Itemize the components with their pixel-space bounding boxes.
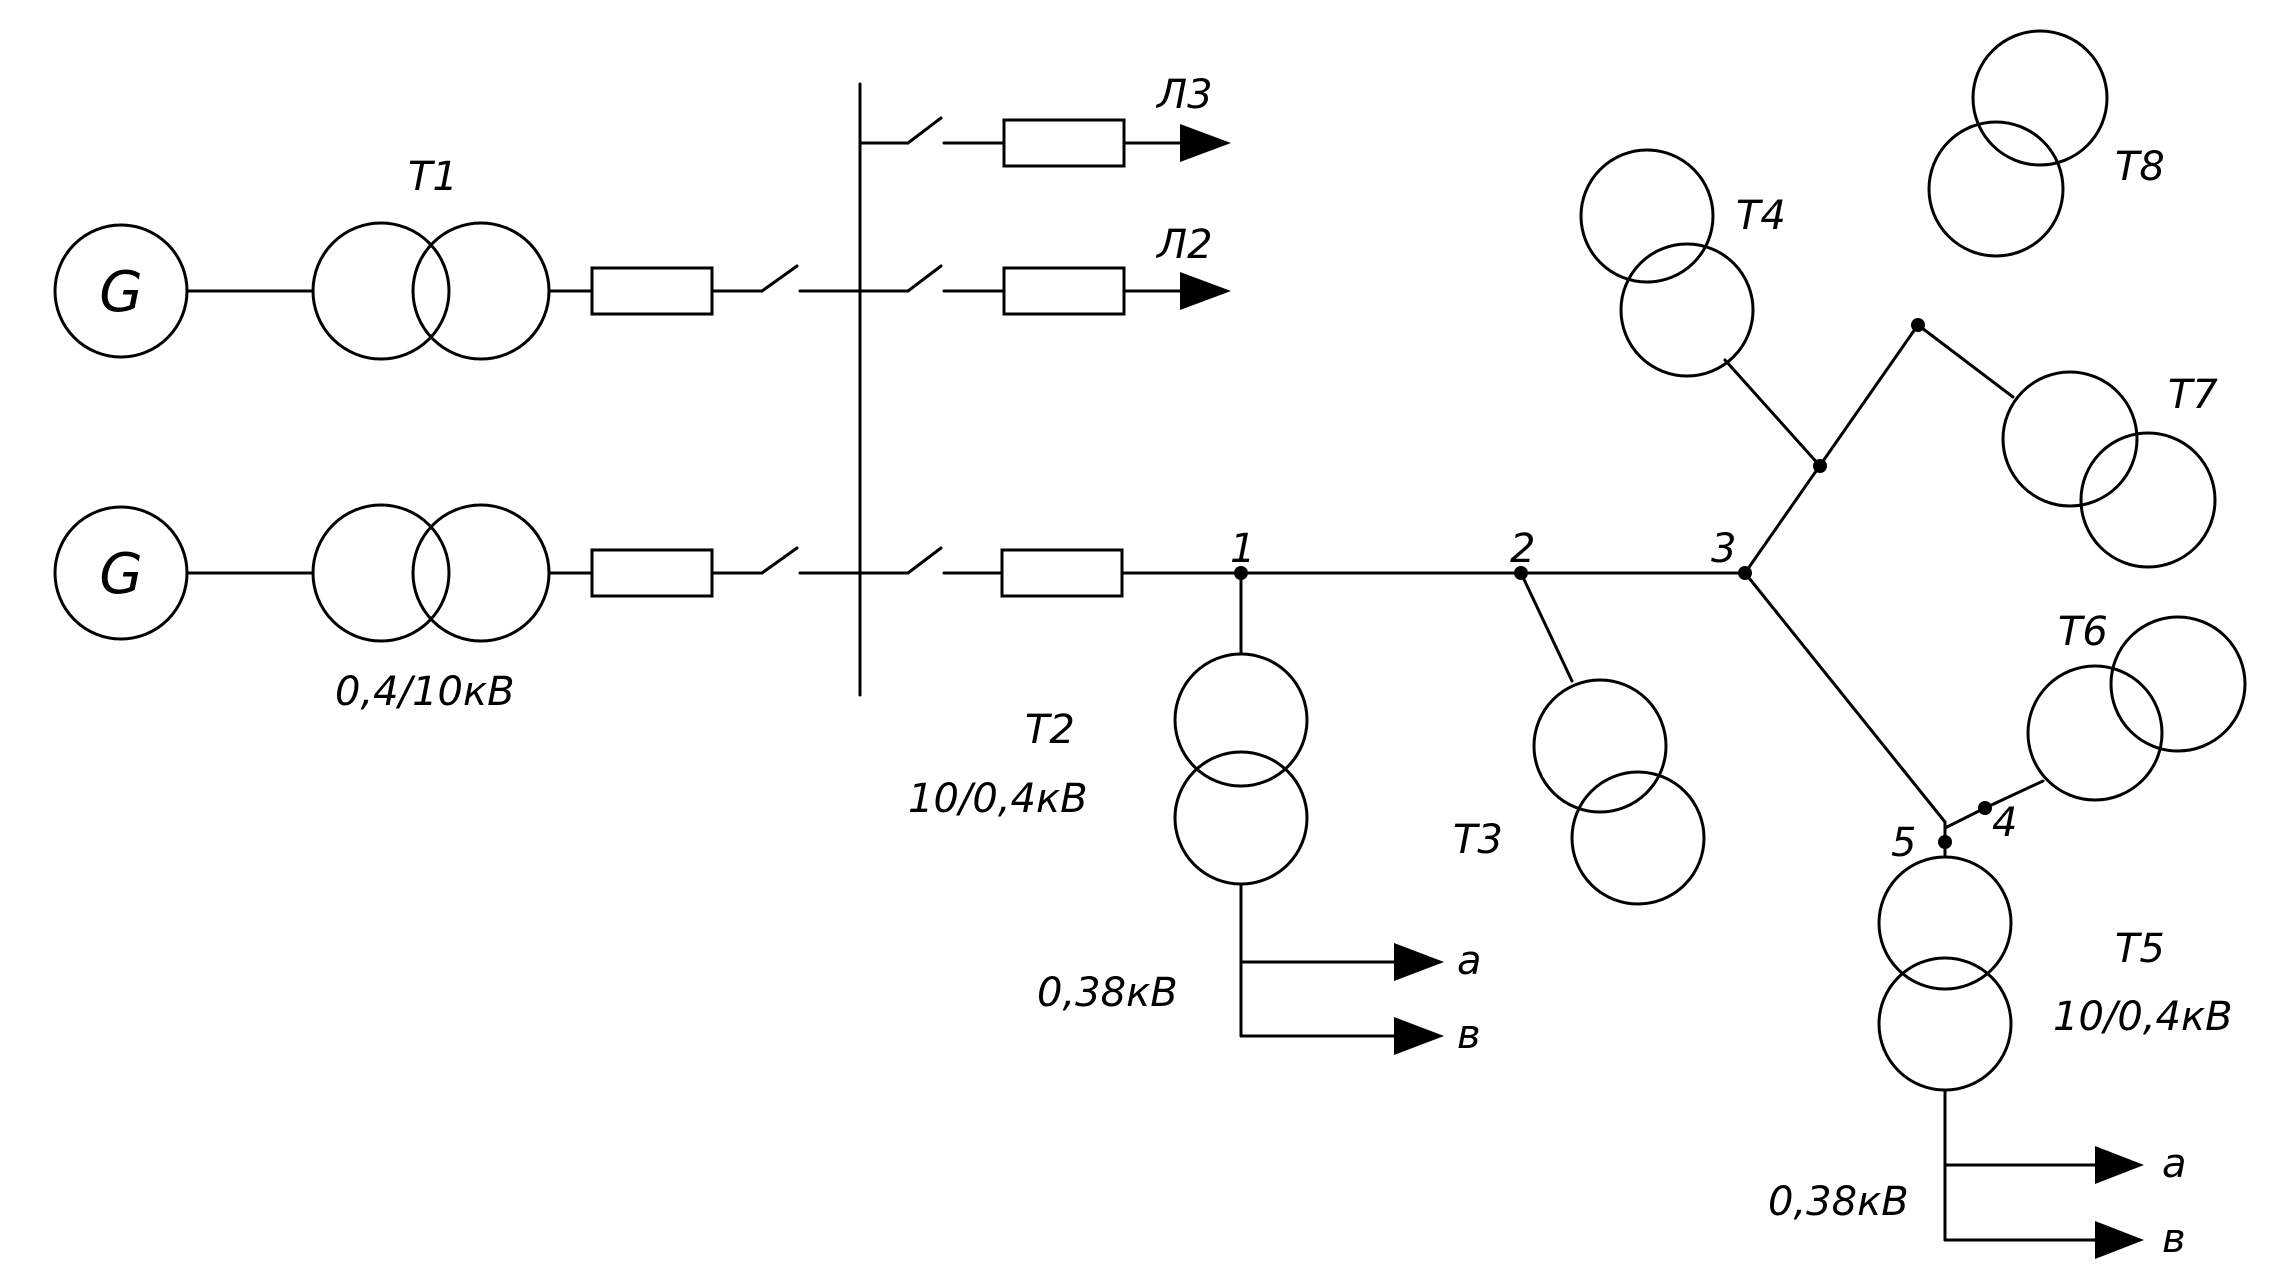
transformer-t5-winding-1 [1877, 855, 2013, 991]
arrow-t5-feeder-b [2095, 1221, 2144, 1259]
t4-feed [1723, 358, 1822, 468]
transformer-t2-winding-1 [1173, 652, 1309, 788]
outgoing-line-l3: Л3 [858, 72, 1231, 168]
transformer-t5-label: T5 [2115, 926, 2165, 972]
transformer-t3-winding-1 [1532, 678, 1668, 814]
transformer-t1b-winding-2 [411, 503, 551, 643]
t7-feed [1916, 323, 2015, 399]
transformer-t1b-winding-1 [311, 503, 451, 643]
node-5-label: 5 [1891, 820, 1916, 866]
transformer-t6-label: T6 [2058, 609, 2108, 655]
transformer-t7-winding-2 [2079, 431, 2217, 569]
transformer-t3-winding-2 [1570, 770, 1706, 906]
reactor-2 [590, 548, 714, 598]
transformer-t2-winding-2 [1173, 750, 1309, 886]
reactor-l3 [1002, 118, 1126, 168]
switch-2-blade [760, 546, 799, 575]
transformer-t2-label: T2 [1025, 707, 1075, 753]
line-label-l3: Л3 [1155, 72, 1213, 118]
trunk-to-t8 [1743, 320, 1922, 575]
outgoing-line-l2: Л2 [858, 222, 1231, 316]
transformer-t5-ratio: 10/0,4кВ [2053, 994, 2233, 1040]
switch-main-blade [906, 546, 943, 575]
switch-l2-blade [906, 264, 943, 293]
voltage-label-generator-transformers: 0,4/10кВ [335, 669, 515, 715]
node-1-branch: 1 а в T2 10/0,4кВ 0,38кВ [908, 526, 1482, 1058]
generator-2-label: G [99, 542, 142, 607]
reactor-1 [590, 266, 714, 316]
line-label-l2: Л2 [1155, 222, 1213, 268]
switch-l3-blade [906, 116, 943, 145]
transformer-t2-ratio: 10/0,4кВ [908, 776, 1088, 822]
arrow-t2-feeder-b [1394, 1017, 1444, 1055]
node-2-label: 2 [1510, 526, 1535, 572]
transformer-t1-winding-1 [311, 221, 451, 361]
t5-feeder-a-label: а [2162, 1141, 2187, 1187]
trunk-to-node-5 [1743, 571, 1947, 824]
t2-feeder-a-label: а [1457, 938, 1482, 984]
t6-feed [1983, 779, 2045, 810]
reactor-l2 [1002, 266, 1126, 316]
node-3-label: 3 [1711, 526, 1736, 572]
switch-1-blade [760, 264, 799, 293]
transformer-t4-winding-2 [1619, 242, 1755, 378]
transformer-t8-winding-2 [1971, 29, 2109, 167]
t5-low-voltage-label: 0,38кВ [1768, 1179, 1909, 1225]
t5-feeder-b-label: в [2162, 1216, 2186, 1262]
reactor-main [1000, 548, 1124, 598]
transformer-t7-winding-1 [2001, 370, 2139, 508]
transformer-t4-winding-1 [1579, 148, 1715, 284]
generator-1-label: G [99, 260, 142, 325]
t3-feed [1519, 571, 1574, 683]
transformer-t7-label: T7 [2168, 372, 2218, 418]
transformer-t8-winding-1 [1927, 120, 2065, 258]
node-4-label: 4 [1992, 800, 2017, 846]
transformer-t4-label: T4 [1736, 193, 1786, 239]
t2-low-voltage-label: 0,38кВ [1037, 970, 1178, 1016]
arrow-l3 [1180, 124, 1231, 162]
node-4-5-branch: 5 4 T6 а в T5 10/0,4кВ 0,38кВ [1768, 609, 2247, 1262]
transformer-t6-winding-2 [2109, 615, 2247, 753]
transformer-t1-label: T1 [408, 154, 458, 200]
node-1-label: 1 [1230, 526, 1255, 572]
arrow-t5-feeder-a [2095, 1146, 2144, 1184]
transformer-t8-label: T8 [2115, 144, 2165, 190]
transformer-t6-winding-1 [2026, 664, 2164, 802]
node-5-to-4 [1943, 806, 1987, 830]
node-3-branch: 3 T4 T8 T7 [1579, 29, 2218, 824]
t2-feeder-b-label: в [1457, 1012, 1481, 1058]
transformer-t3-label: T3 [1453, 817, 1503, 863]
main-network-line [858, 546, 1747, 598]
transformer-t1-winding-2 [411, 221, 551, 361]
arrow-l2 [1180, 272, 1231, 310]
transformer-t5-winding-2 [1877, 956, 2013, 1092]
arrow-t2-feeder-a [1394, 943, 1444, 981]
node-2-branch: 2 T3 [1453, 526, 1706, 906]
generator-branch-2: G 0,4/10кВ [53, 503, 862, 715]
generator-branch-1: G [53, 221, 862, 361]
